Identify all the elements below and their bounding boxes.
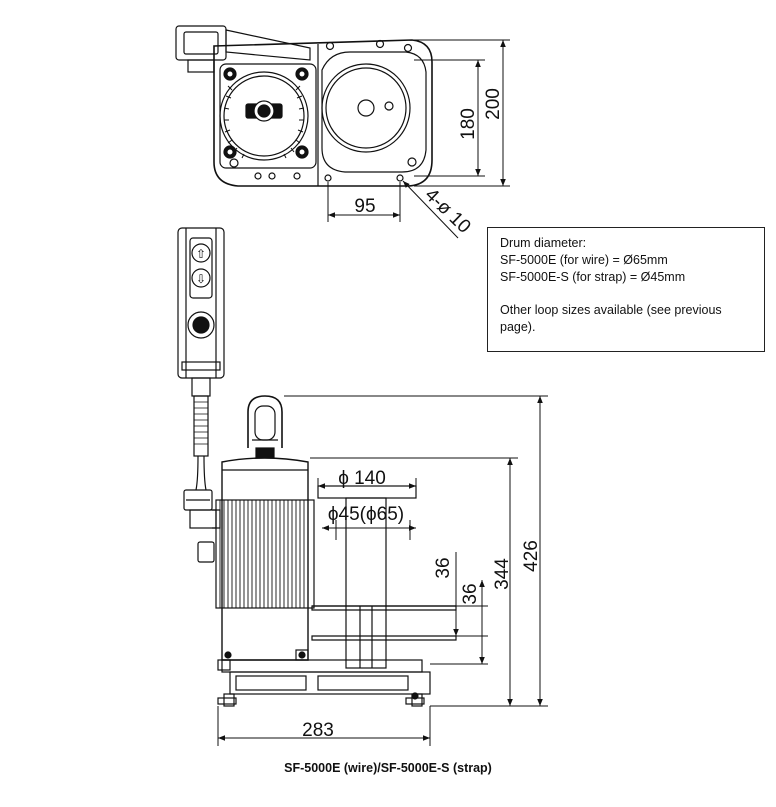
lifting-eye [247,395,283,448]
drum-top [321,63,411,153]
motor-screws [223,67,309,180]
up-arrow-icon: ⇧ [196,247,206,261]
dim-200: 200 [483,88,504,120]
side-dimensions [217,395,548,746]
drum-diameter-note: Drum diameter: SF-5000E (for wire) = Ø65… [487,227,765,352]
note-line: SF-5000E (for wire) = Ø65mm [500,253,668,267]
dim-283: 283 [302,720,334,741]
figure-caption: SF-5000E (wire)/SF-5000E-S (strap) [284,761,492,775]
base-plate [229,671,431,695]
dim-36-lower: 36 [460,583,481,604]
drum [345,497,387,669]
note-line: Other loop sizes available (see previous [500,303,722,317]
motor-ribs [223,85,305,159]
dim-180: 180 [458,108,479,140]
dim-95: 95 [354,196,375,217]
dim-344: 344 [492,558,513,590]
down-button [191,268,211,288]
dim-phi-140: ϕ 140 [338,468,386,489]
top-dimensions [327,39,510,239]
motor-housing [221,457,309,661]
dim-426: 426 [521,540,542,572]
cable-guide [225,29,311,61]
stop-button [187,311,215,339]
top-outline [213,39,433,187]
top-view [175,25,433,187]
side-view [215,395,457,707]
dim-holes: 4-ø 10 [421,184,475,237]
down-arrow-icon: ⇩ [196,272,206,286]
dim-36-upper: 36 [433,557,454,578]
note-line: Drum diameter: [500,236,587,250]
motor-cap [219,71,309,161]
cooling-fins [215,499,315,609]
note-line: SF-5000E-S (for strap) = Ø45mm [500,270,686,284]
dim-phi-45-65: ϕ45(ϕ65) [328,504,404,525]
up-button [191,243,211,263]
base-plate-upper [221,659,423,673]
note-line: page). [500,320,536,334]
